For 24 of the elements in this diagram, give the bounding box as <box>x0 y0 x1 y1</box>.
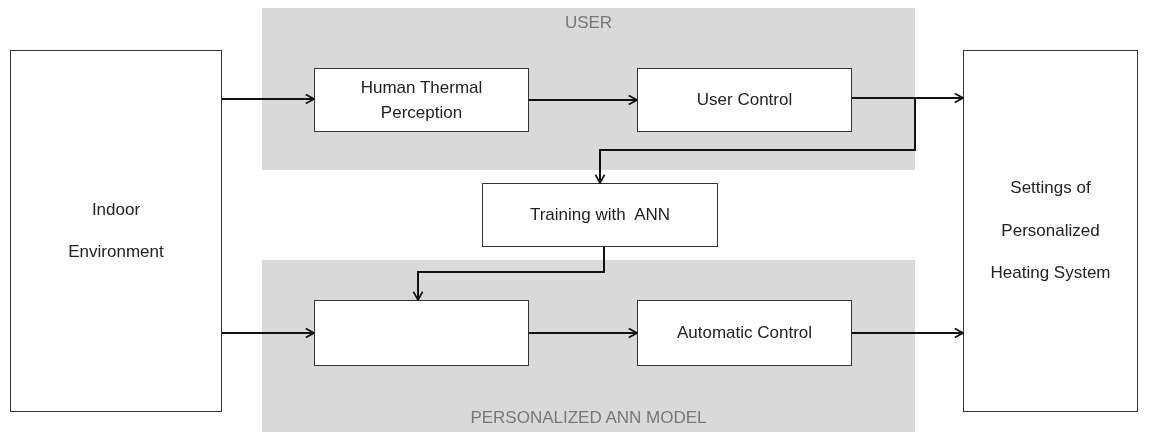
arrow <box>528 327 638 339</box>
process-box <box>314 300 529 366</box>
box-label: Training with ANN <box>529 205 671 225</box>
group-band <box>262 260 915 432</box>
box-label: Indoor Environment <box>67 198 165 263</box>
arrow <box>221 93 315 105</box>
process-box <box>482 183 718 247</box>
band-label: PERSONALIZED ANN MODEL <box>469 408 708 428</box>
box-label: Automatic Control <box>676 323 813 343</box>
box-label: User Control <box>696 90 793 110</box>
process-box <box>637 300 852 366</box>
band-label: USER <box>563 13 614 33</box>
process-box <box>10 50 222 412</box>
process-box <box>314 68 529 132</box>
arrow <box>528 94 638 106</box>
process-box <box>963 50 1138 412</box>
arrow <box>594 97 916 184</box>
arrow <box>851 327 964 339</box>
box-label: Human Thermal Perception <box>359 76 484 124</box>
group-band <box>262 8 915 170</box>
process-box <box>637 68 852 132</box>
box-label: Settings of Personalized Heating System <box>989 177 1112 285</box>
arrow <box>412 246 605 301</box>
arrow <box>221 327 315 339</box>
